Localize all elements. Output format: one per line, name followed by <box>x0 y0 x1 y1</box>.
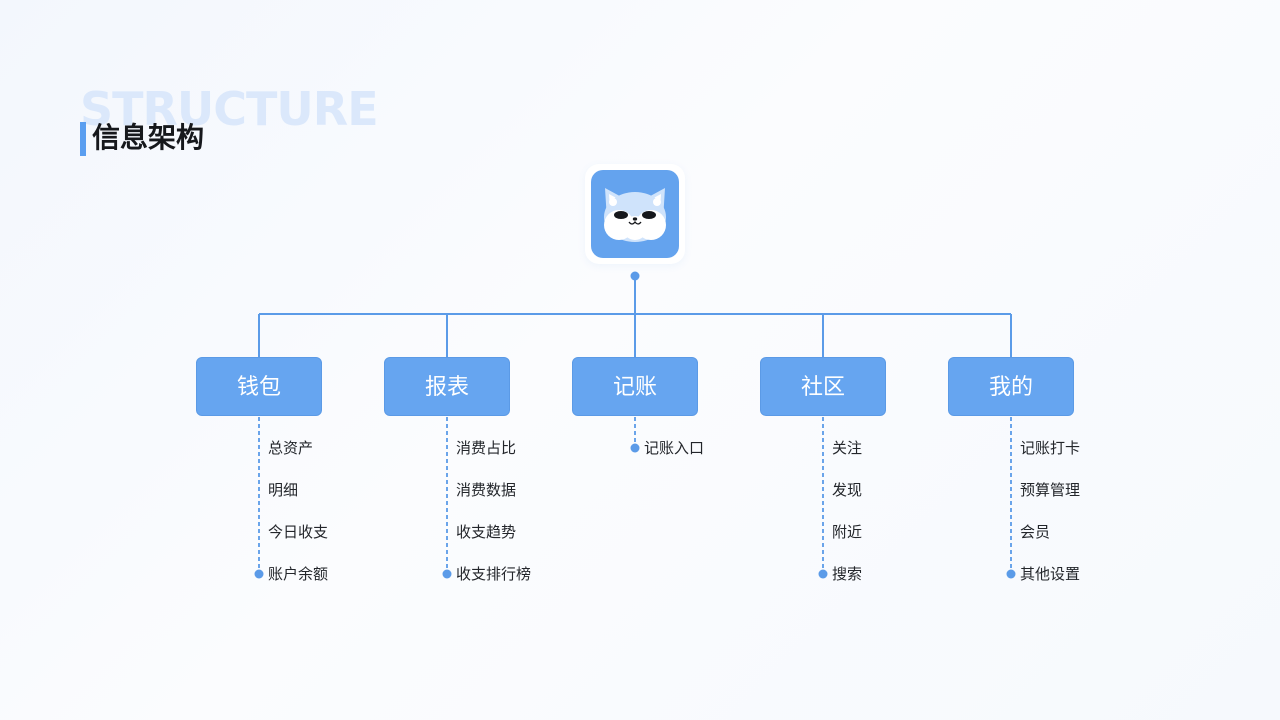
sub-end-dot-1 <box>254 569 264 579</box>
sub-item: 收支排行榜 <box>456 565 532 583</box>
category-node-4[interactable]: 社区 <box>760 357 886 416</box>
page-title: 信息架构 <box>92 121 205 154</box>
root-dot <box>630 271 640 281</box>
cat-face-app-icon <box>591 170 679 258</box>
sub-item: 预算管理 <box>1020 481 1081 499</box>
background-watermark-text: STRUCTURE <box>80 82 379 136</box>
sub-item: 关注 <box>832 439 863 457</box>
sub-item: 发现 <box>832 481 863 499</box>
sub-item: 记账入口 <box>644 439 705 457</box>
sub-end-dot-5 <box>1006 569 1016 579</box>
category-node-1[interactable]: 钱包 <box>196 357 322 416</box>
category-node-5[interactable]: 我的 <box>948 357 1074 416</box>
category-node-2[interactable]: 报表 <box>384 357 510 416</box>
sub-item: 消费占比 <box>456 439 517 457</box>
sub-item: 附近 <box>832 523 863 541</box>
sub-end-dot-3 <box>630 443 640 453</box>
sub-item: 明细 <box>268 481 299 499</box>
sub-item: 会员 <box>1020 523 1051 541</box>
sub-item: 其他设置 <box>1020 565 1081 583</box>
sub-item: 搜索 <box>832 565 863 583</box>
sub-item: 消费数据 <box>456 481 517 499</box>
category-node-3[interactable]: 记账 <box>572 357 698 416</box>
sub-item: 今日收支 <box>268 523 329 541</box>
sub-end-dot-2 <box>442 569 452 579</box>
sub-item: 收支趋势 <box>456 523 517 541</box>
title-accent-bar <box>80 122 86 156</box>
app-logo-card <box>585 164 685 264</box>
sub-item: 总资产 <box>268 439 314 457</box>
sub-item: 记账打卡 <box>1020 439 1081 457</box>
sub-end-dot-4 <box>818 569 828 579</box>
sub-item: 账户余额 <box>268 565 329 583</box>
